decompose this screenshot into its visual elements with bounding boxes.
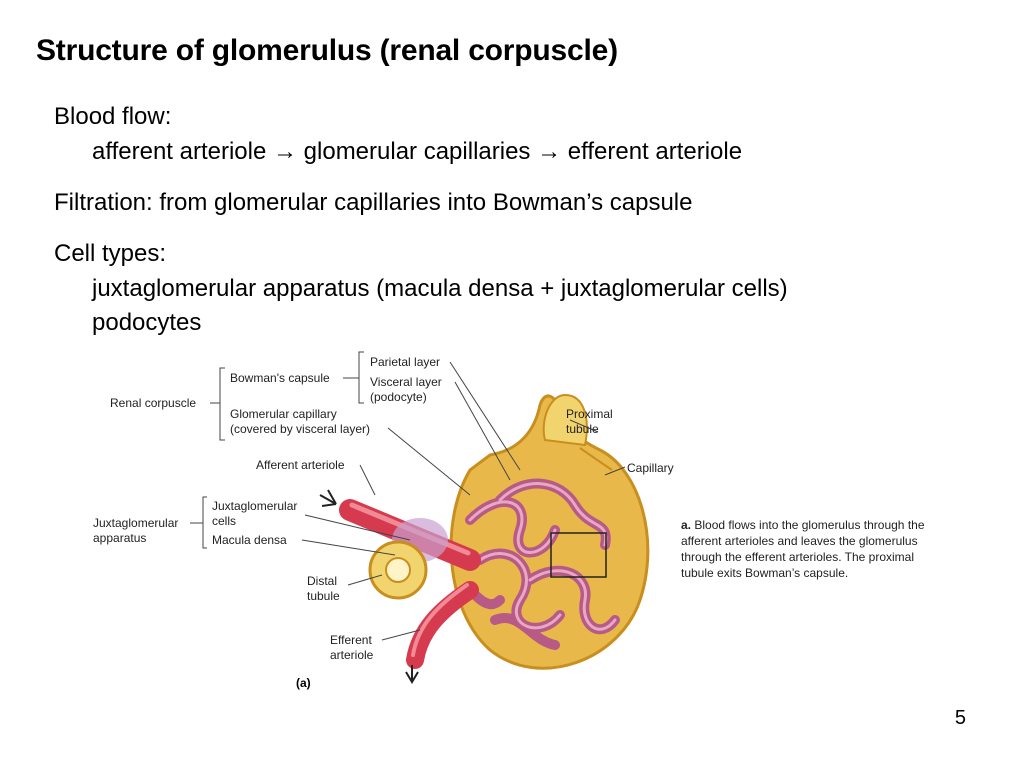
label-capillary: Capillary <box>627 461 674 475</box>
caption-letter: a. <box>681 518 692 532</box>
efferent-arteriole-shape <box>406 581 479 669</box>
label-jg-cells-1: Juxtaglomerular <box>212 499 298 513</box>
label-efferent-2: arteriole <box>330 648 374 662</box>
figure-panel-tag: (a) <box>296 676 311 690</box>
label-afferent-arteriole: Afferent arteriole <box>256 458 345 472</box>
label-distal-2: tubule <box>307 589 340 603</box>
blood-flow-heading: Blood flow: <box>54 103 172 130</box>
figure-caption: a. Blood flows into the glomerulus throu… <box>681 517 943 581</box>
label-podocyte: (podocyte) <box>370 390 427 404</box>
slide-title: Structure of glomerulus (renal corpuscle… <box>36 34 618 67</box>
inflow-arrow-icon <box>319 489 337 507</box>
outflow-arrow-icon <box>405 665 419 684</box>
label-jga-1: Juxtaglomerular <box>93 516 179 530</box>
label-parietal-layer: Parietal layer <box>370 355 441 369</box>
page-number: 5 <box>954 707 966 729</box>
caption-text: Blood flows into the glomerulus through … <box>681 518 925 580</box>
cell-type-jga: juxtaglomerular apparatus (macula densa … <box>92 275 788 302</box>
label-proximal-1: Proximal <box>566 407 613 421</box>
detail-box <box>550 532 607 578</box>
label-glomerular-capillary: Glomerular capillary <box>230 407 337 421</box>
label-efferent-1: Efferent <box>330 633 372 647</box>
proximal-tubule-shape <box>542 393 588 447</box>
cell-types-heading: Cell types: <box>54 240 167 267</box>
cell-type-podocytes: podocytes <box>92 309 202 336</box>
label-macula-densa: Macula densa <box>212 533 287 547</box>
label-visceral-layer: Visceral layer <box>370 375 442 389</box>
label-covered-by: (covered by visceral layer) <box>230 422 371 436</box>
label-jga-2: apparatus <box>93 531 147 545</box>
label-jg-cells-2: cells <box>212 514 237 528</box>
label-bowmans-capsule: Bowman's capsule <box>230 371 330 385</box>
blood-flow-path: afferent arteriole → glomerular capillar… <box>92 138 743 165</box>
filtration-text: Filtration: from glomerular capillaries … <box>54 189 693 216</box>
label-renal-corpuscle: Renal corpuscle <box>110 396 197 410</box>
label-proximal-2: tubule <box>566 422 599 436</box>
label-distal-1: Distal <box>307 574 338 588</box>
